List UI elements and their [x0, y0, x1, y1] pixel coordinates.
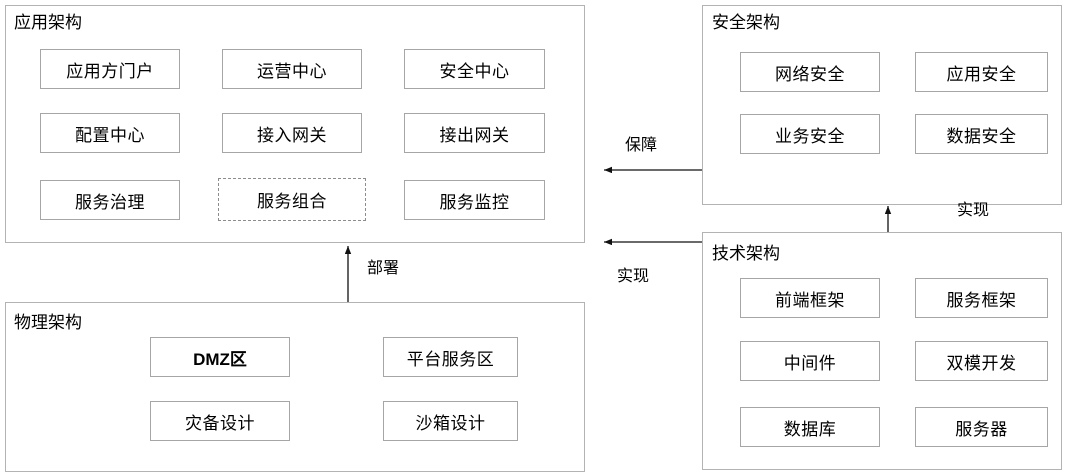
group-physical-architecture[interactable]: [5, 302, 585, 472]
node-database[interactable]: 数据库: [740, 407, 880, 447]
node-dmz-zone[interactable]: DMZ区: [150, 337, 290, 377]
node-sandbox-design[interactable]: 沙箱设计: [383, 401, 518, 441]
group-security-architecture-title: 安全架构: [712, 13, 780, 32]
edge-label-assurance: 保障: [625, 137, 658, 154]
node-network-security[interactable]: 网络安全: [740, 52, 880, 92]
node-platform-service-zone[interactable]: 平台服务区: [383, 337, 518, 377]
node-service-composition[interactable]: 服务组合: [218, 178, 366, 221]
group-physical-architecture-title: 物理架构: [14, 313, 82, 332]
node-disaster-recovery-design[interactable]: 灾备设计: [150, 401, 290, 441]
node-security-center[interactable]: 安全中心: [404, 49, 545, 89]
node-service-governance[interactable]: 服务治理: [40, 180, 180, 220]
node-bimodal-development[interactable]: 双模开发: [915, 341, 1048, 381]
edge-label-implement-technical-security: 实现: [957, 202, 990, 219]
node-server[interactable]: 服务器: [915, 407, 1048, 447]
node-service-monitoring[interactable]: 服务监控: [404, 180, 545, 220]
edge-label-implement-technical-application: 实现: [617, 268, 650, 285]
node-service-framework[interactable]: 服务框架: [915, 278, 1048, 318]
node-business-security[interactable]: 业务安全: [740, 114, 880, 154]
group-technical-architecture-title: 技术架构: [712, 244, 780, 263]
node-data-security[interactable]: 数据安全: [915, 114, 1048, 154]
node-application-portal[interactable]: 应用方门户: [40, 49, 180, 89]
node-config-center[interactable]: 配置中心: [40, 113, 180, 153]
node-egress-gateway[interactable]: 接出网关: [404, 113, 545, 153]
edge-label-deploy: 部署: [367, 260, 400, 277]
group-security-architecture[interactable]: [702, 5, 1062, 205]
node-ingress-gateway[interactable]: 接入网关: [222, 113, 362, 153]
node-operation-center[interactable]: 运营中心: [222, 49, 362, 89]
group-application-architecture-title: 应用架构: [14, 13, 82, 32]
node-middleware[interactable]: 中间件: [740, 341, 880, 381]
node-frontend-framework[interactable]: 前端框架: [740, 278, 880, 318]
node-application-security[interactable]: 应用安全: [915, 52, 1048, 92]
